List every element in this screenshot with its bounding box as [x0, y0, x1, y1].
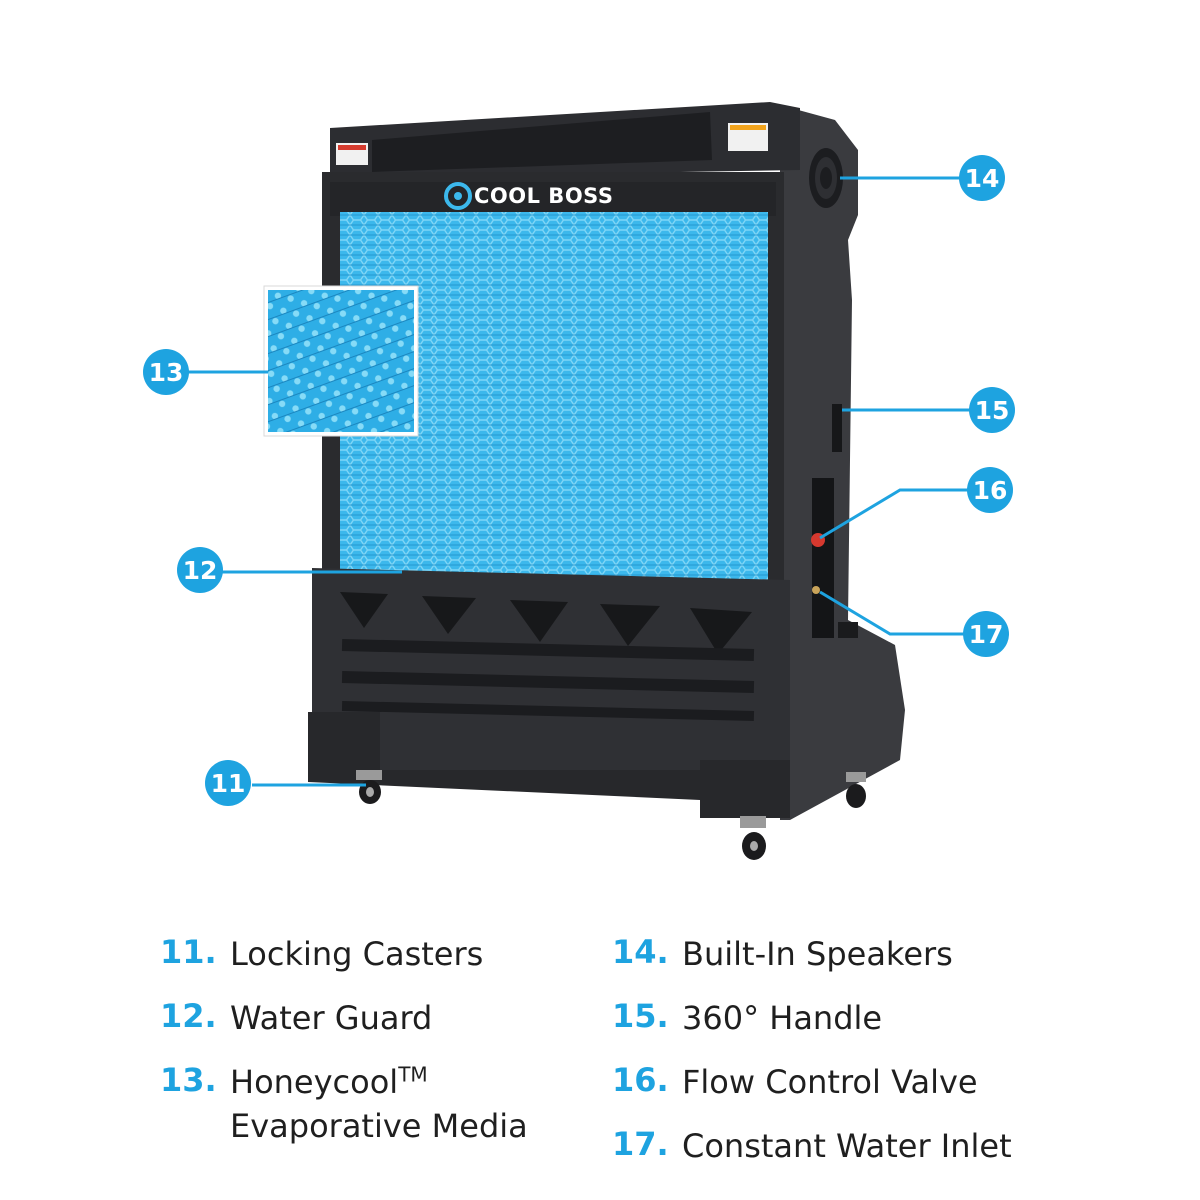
callout-15-number: 15 [975, 396, 1010, 425]
legend-column-left: 11. Locking Casters 12. Water Guard 13. … [160, 932, 570, 1168]
legend-label: Locking Casters [230, 935, 484, 973]
side-control-recess [812, 478, 834, 638]
base-vents [340, 592, 752, 654]
callout-12: 12 [177, 547, 223, 593]
legend: 11. Locking Casters 12. Water Guard 13. … [160, 932, 1060, 1172]
legend-number: 14. [612, 933, 669, 971]
cooler-side-panel [780, 105, 905, 820]
water-inlet-fitting [812, 586, 820, 594]
callout-13-number: 13 [149, 358, 184, 387]
legend-item-13: 13. HoneycoolTM Evaporative Media [160, 1060, 570, 1148]
leader-17 [819, 590, 964, 636]
callout-14-number: 14 [965, 164, 1000, 193]
callout-16-number: 16 [973, 476, 1008, 505]
legend-item-14: 14. Built-In Speakers [612, 932, 1022, 976]
cooler-bezel [330, 182, 776, 216]
legend-number: 17. [612, 1125, 669, 1163]
legend-label: Constant Water Inlet [682, 1127, 1012, 1165]
legend-item-11: 11. Locking Casters [160, 932, 570, 976]
logo-text: COOL BOSS [474, 184, 613, 208]
locking-caster-front-right [740, 816, 766, 860]
locking-caster-rear [846, 772, 866, 808]
cool-boss-logo: COOL BOSS [444, 182, 613, 210]
built-in-speaker [809, 148, 843, 208]
callout-17: 17 [963, 611, 1009, 657]
cooler-base-lower [308, 712, 790, 818]
legend-number: 15. [612, 997, 669, 1035]
legend-number: 13. [160, 1061, 217, 1099]
evaporative-cooler: COOL BOSS [308, 102, 905, 860]
callout-15: 15 [969, 387, 1015, 433]
callout-11: 11 [205, 760, 251, 806]
callout-13: 13 [143, 349, 189, 395]
media-zoom-inset [263, 285, 419, 437]
callout-lines [188, 176, 970, 787]
leader-16 [819, 488, 968, 540]
legend-label: HoneycoolTM Evaporative Media [230, 1062, 528, 1145]
callout-12-number: 12 [183, 556, 218, 585]
callout-14: 14 [959, 155, 1005, 201]
base-louvers [341, 638, 755, 722]
cooler-top-vent [372, 112, 712, 172]
locking-caster-front-left [356, 770, 382, 804]
legend-column-right: 14. Built-In Speakers 15. 360° Handle 16… [612, 932, 1022, 1188]
callout-17-number: 17 [969, 620, 1004, 649]
legend-label: Flow Control Valve [682, 1063, 978, 1101]
side-rear-wheel-housing [838, 622, 858, 638]
legend-label: Water Guard [230, 999, 433, 1037]
handle-slot [832, 404, 842, 452]
callout-11-number: 11 [211, 769, 246, 798]
legend-item-12: 12. Water Guard [160, 996, 570, 1040]
legend-item-15: 15. 360° Handle [612, 996, 1022, 1040]
legend-item-16: 16. Flow Control Valve [612, 1060, 1022, 1104]
legend-label: 360° Handle [682, 999, 883, 1037]
legend-item-17: 17. Constant Water Inlet [612, 1124, 1022, 1168]
legend-label: Built-In Speakers [682, 935, 953, 973]
legend-number: 16. [612, 1061, 669, 1099]
legend-number: 12. [160, 997, 217, 1035]
callout-16: 16 [967, 467, 1013, 513]
legend-number: 11. [160, 933, 217, 971]
trademark-superscript: TM [398, 1062, 428, 1087]
